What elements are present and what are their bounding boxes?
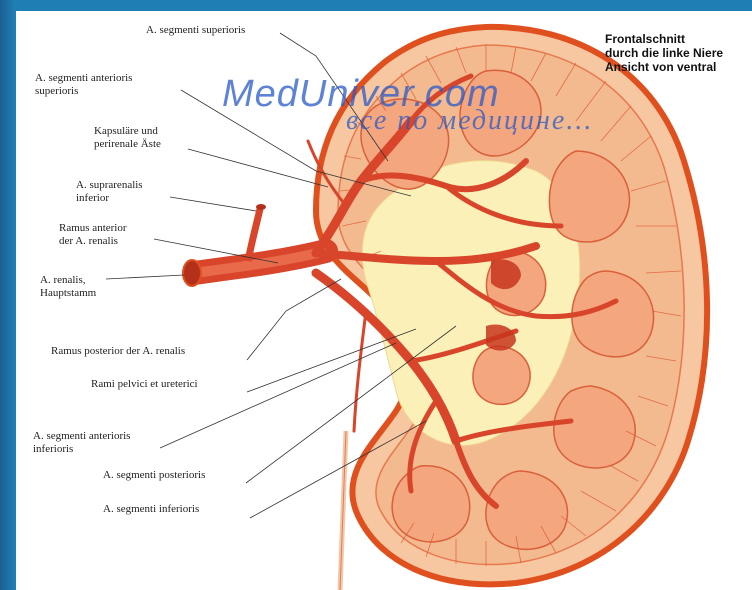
label-line: inferioris (33, 443, 130, 456)
label-segmenti-anterioris-superioris: A. segmenti anterioris superioris (35, 72, 132, 98)
label-suprarenalis-inferior: A. suprarenalis inferior (76, 179, 143, 205)
label-segmenti-posterioris: A. segmenti posterioris (103, 469, 205, 482)
label-line: superioris (35, 85, 132, 98)
label-line: inferior (76, 192, 143, 205)
label-line: A. renalis, (40, 274, 96, 287)
label-segmenti-inferioris: A. segmenti inferioris (103, 503, 199, 516)
label-line: A. segmenti posterioris (103, 469, 205, 482)
figure-title: Frontalschnitt durch die linke Niere Ans… (605, 32, 723, 74)
label-line: A. segmenti superioris (146, 24, 245, 37)
figure-title-line: Frontalschnitt (605, 32, 723, 46)
label-segmenti-superioris: A. segmenti superioris (146, 24, 245, 37)
label-line: Rami pelvici et ureterici (91, 378, 198, 391)
label-line: A. suprarenalis (76, 179, 143, 192)
label-renalis-hauptstamm: A. renalis, Hauptstamm (40, 274, 96, 300)
label-line: Ramus posterior der A. renalis (51, 345, 185, 358)
label-line: Ramus anterior (59, 222, 127, 235)
figure-title-line: durch die linke Niere (605, 46, 723, 60)
label-line: der A. renalis (59, 235, 127, 248)
label-line: A. segmenti inferioris (103, 503, 199, 516)
label-line: A. segmenti anterioris (35, 72, 132, 85)
renal-artery-lumen (183, 260, 201, 286)
label-line: Kapsuläre und (94, 125, 161, 138)
label-segmenti-anterioris-inferioris: A. segmenti anterioris inferioris (33, 430, 130, 456)
label-ramus-anterior: Ramus anterior der A. renalis (59, 222, 127, 248)
label-line: Hauptstamm (40, 287, 96, 300)
watermark-tagline: все по медицине... (346, 105, 593, 137)
label-line: perirenale Äste (94, 138, 161, 151)
label-line: A. segmenti anterioris (33, 430, 130, 443)
label-rami-pelvici: Rami pelvici et ureterici (91, 378, 198, 391)
illustration-panel: MedUniver.com все по медицине... Frontal… (16, 11, 752, 590)
label-kapsulare-aeste: Kapsuläre und perirenale Äste (94, 125, 161, 151)
label-ramus-posterior: Ramus posterior der A. renalis (51, 345, 185, 358)
figure-title-line: Ansicht von ventral (605, 60, 723, 74)
